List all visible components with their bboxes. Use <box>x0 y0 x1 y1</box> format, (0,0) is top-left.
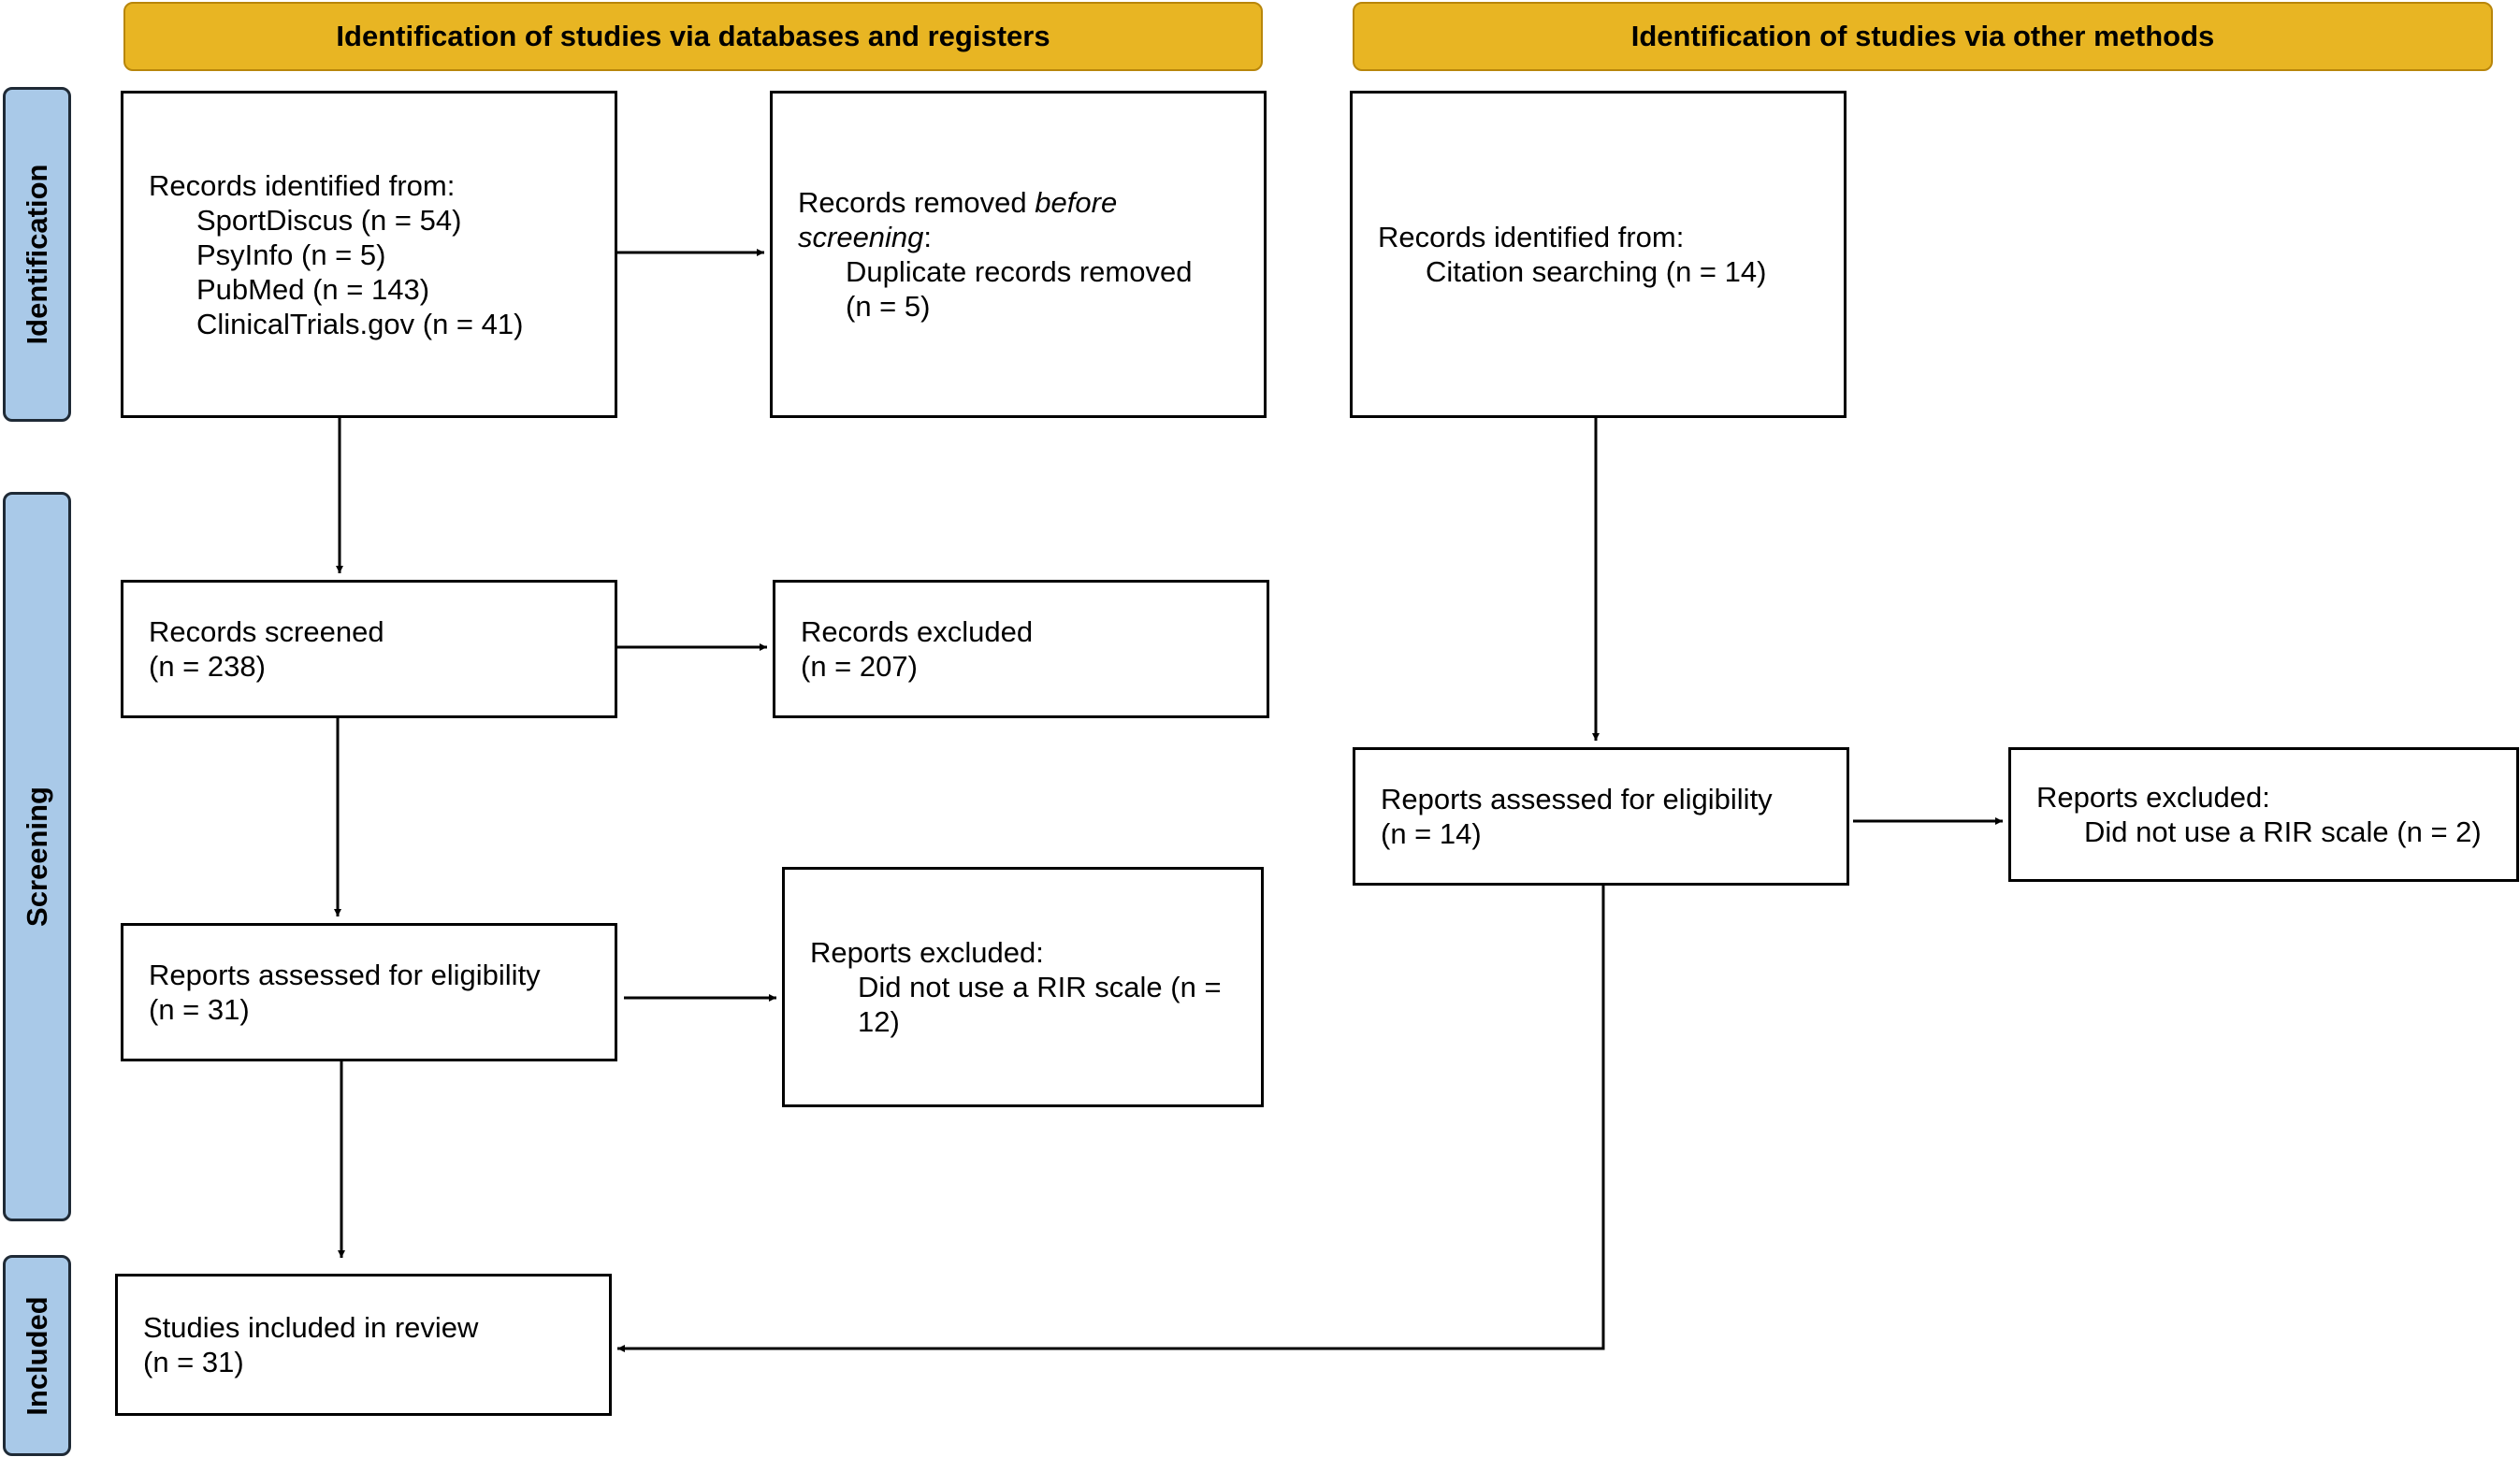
source-psyinfo: PsyInfo (n = 5) <box>196 238 386 271</box>
stage-screening: Screening <box>3 492 71 1221</box>
source-citation-searching: Citation searching (n = 14) <box>1426 255 1767 288</box>
source-pubmed: PubMed (n = 143) <box>196 272 430 306</box>
reports-excluded-label: Reports excluded: <box>810 936 1044 969</box>
other-identified-heading: Records identified from: <box>1378 221 1685 253</box>
source-clinicaltrials: ClinicalTrials.gov (n = 41) <box>196 307 524 340</box>
studies-included-label: Studies included in review <box>143 1311 479 1344</box>
records-excluded-count: (n = 207) <box>801 650 918 683</box>
records-screened-count: (n = 238) <box>149 650 266 683</box>
box-studies-included: Studies included in review (n = 31) <box>115 1274 612 1416</box>
reports-excluded-reason: Did not use a RIR scale (n = <box>858 971 1222 1003</box>
box-records-excluded: Records excluded (n = 207) <box>773 580 1269 718</box>
records-excluded-label: Records excluded <box>801 615 1034 648</box>
stage-included: Included <box>3 1255 71 1456</box>
records-identified-heading: Records identified from: <box>149 168 456 202</box>
box-reports-excluded-other: Reports excluded: Did not use a RIR scal… <box>2008 747 2519 882</box>
records-removed-heading-cont: screening: <box>798 221 933 253</box>
studies-included-count: (n = 31) <box>143 1346 244 1378</box>
box-records-identified-other: Records identified from: Citation search… <box>1350 91 1847 418</box>
reports-assessed-count: (n = 31) <box>149 993 250 1026</box>
other-assessed-count: (n = 14) <box>1381 817 1482 850</box>
records-removed-heading: Records removed before <box>798 186 1118 219</box>
arrow-other-to-included <box>617 886 1605 1352</box>
box-records-identified-db: Records identified from: SportDiscus (n … <box>121 91 617 418</box>
stage-identification: Identification <box>3 87 71 422</box>
header-other-methods: Identification of studies via other meth… <box>1353 2 2493 71</box>
duplicates-count: (n = 5) <box>846 290 931 323</box>
header-databases: Identification of studies via databases … <box>123 2 1263 71</box>
duplicates-removed: Duplicate records removed <box>846 255 1193 288</box>
box-reports-assessed-db: Reports assessed for eligibility (n = 31… <box>121 923 617 1061</box>
box-records-removed: Records removed before screening: Duplic… <box>770 91 1267 418</box>
box-reports-excluded-db: Reports excluded: Did not use a RIR scal… <box>782 867 1264 1107</box>
reports-assessed-label: Reports assessed for eligibility <box>149 959 541 991</box>
source-sportdiscus: SportDiscus (n = 54) <box>196 203 462 237</box>
reports-excluded-reason-cont: 12) <box>858 1005 900 1038</box>
records-screened-label: Records screened <box>149 615 384 648</box>
box-reports-assessed-other: Reports assessed for eligibility (n = 14… <box>1353 747 1849 886</box>
box-records-screened: Records screened (n = 238) <box>121 580 617 718</box>
other-reports-excluded-label: Reports excluded: <box>2036 781 2270 814</box>
other-reports-excluded-reason: Did not use a RIR scale (n = 2) <box>2084 815 2482 848</box>
other-assessed-label: Reports assessed for eligibility <box>1381 783 1773 815</box>
